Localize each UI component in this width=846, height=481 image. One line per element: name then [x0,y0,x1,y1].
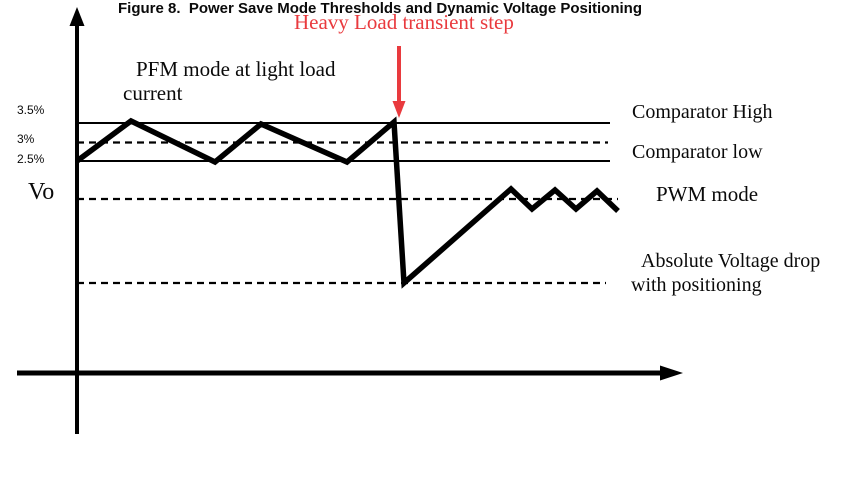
absolute-drop-label-line1: Absolute Voltage drop [641,250,821,272]
vo-axis-label: Vo [28,179,55,205]
pwm-mode-label: PWM mode [656,182,759,206]
absolute-drop-label-line2: with positioning [631,274,762,296]
comparator-high-label: Comparator High [632,101,773,123]
x-axis-arrowhead-icon [660,365,683,381]
comparator-low-label: Comparator low [632,141,763,163]
transient-step-arrowhead-icon [392,101,406,118]
pfm-mode-label-line2: current [123,81,183,105]
pfm-mode-label-line1: PFM mode at light load [136,57,336,81]
heavy-load-transient-label: Heavy Load transient step [294,10,514,34]
output-voltage-waveform [75,116,620,289]
tick-2-5-percent: 2.5% [17,152,45,166]
tick-3-percent: 3% [17,132,35,146]
tick-3-5-percent: 3.5% [17,103,45,117]
y-axis-arrowhead-icon [69,7,85,26]
figure-caption: Figure 8. Power Save Mode Thresholds and… [118,0,642,17]
